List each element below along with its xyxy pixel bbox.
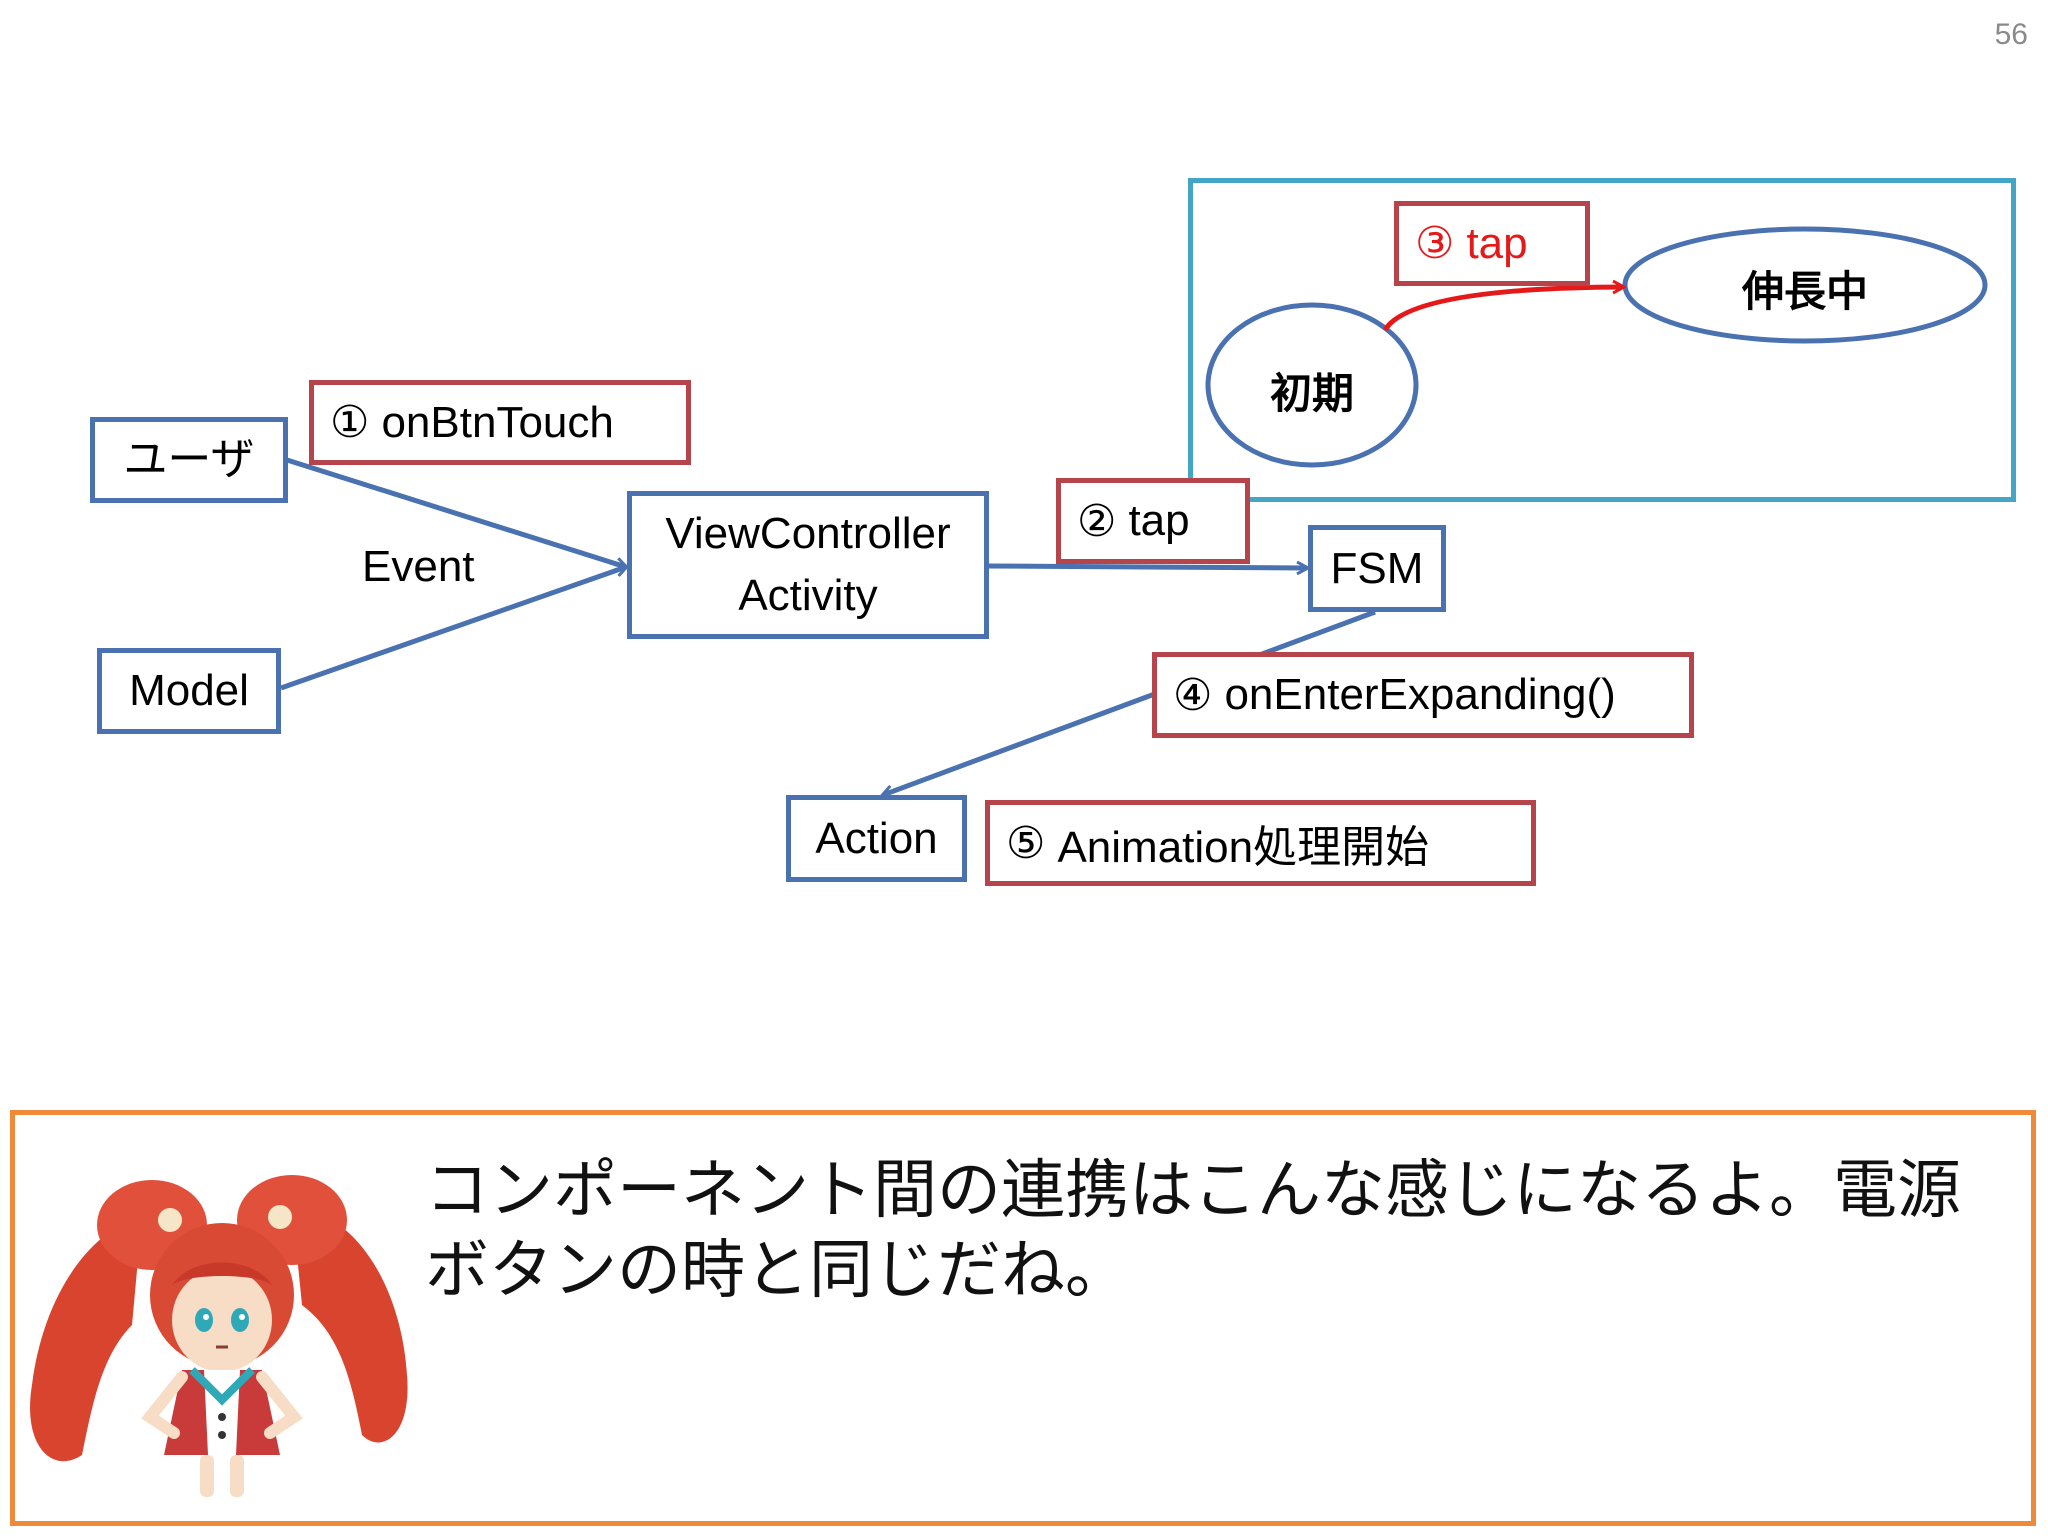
step-3-number: ③ (1415, 219, 1455, 268)
action-node-label: Action (815, 813, 938, 863)
event-label: Event (362, 542, 475, 591)
viewcontroller-label-line2: Activity (738, 571, 878, 620)
viewcontroller-label-line1: ViewController (665, 509, 951, 558)
viewcontroller-node: ViewController Activity (627, 491, 989, 639)
step-2-number: ② (1077, 496, 1117, 546)
arrow-model-to-viewcontroller (280, 567, 626, 691)
speech-text: コンポーネント間の連携はこんな感じになるよ。電源ボタンの時と同じだね。 (425, 1154, 1961, 1306)
step-2-text: tap (1128, 496, 1190, 545)
user-node: ユーザ (90, 417, 288, 503)
state-expanding-label: 伸長中 (1741, 268, 1868, 315)
model-node: Model (97, 648, 281, 734)
state-initial-ellipse (1205, 302, 1419, 468)
step-1-number: ① (330, 398, 370, 447)
arrow-user-to-viewcontroller (286, 457, 626, 567)
step-4-label: ④ onEnterExpanding() (1152, 652, 1694, 738)
step-5-text: Animation処理開始 (1057, 823, 1430, 872)
fsm-node: FSM (1308, 525, 1446, 612)
page-number: 56 (1994, 18, 2028, 51)
step-1-label: ① onBtnTouch (309, 380, 691, 465)
step-1-text: onBtnTouch (381, 397, 614, 447)
transition-arrow (1382, 287, 1623, 332)
fsm-node-label: FSM (1330, 543, 1424, 593)
arrow-fsm-to-action (883, 609, 1376, 795)
step-4-text: onEnterExpanding() (1224, 670, 1616, 719)
step-5-number: ⑤ (1006, 818, 1046, 868)
model-node-label: Model (129, 666, 249, 715)
user-node-label: ユーザ (123, 435, 255, 484)
step-2-label: ② tap (1056, 478, 1250, 564)
step-5-label: ⑤ Animation処理開始 (985, 800, 1536, 886)
character-illustration (30, 1175, 408, 1497)
action-node: Action (786, 795, 967, 882)
step-3-label: ③ tap (1394, 201, 1590, 286)
fsm-state-box (1188, 178, 2016, 502)
arrow-viewcontroller-to-fsm (987, 566, 1307, 568)
state-initial-label: 初期 (1269, 370, 1354, 417)
step-4-number: ④ (1173, 670, 1213, 720)
step-3-text: tap (1466, 218, 1528, 268)
